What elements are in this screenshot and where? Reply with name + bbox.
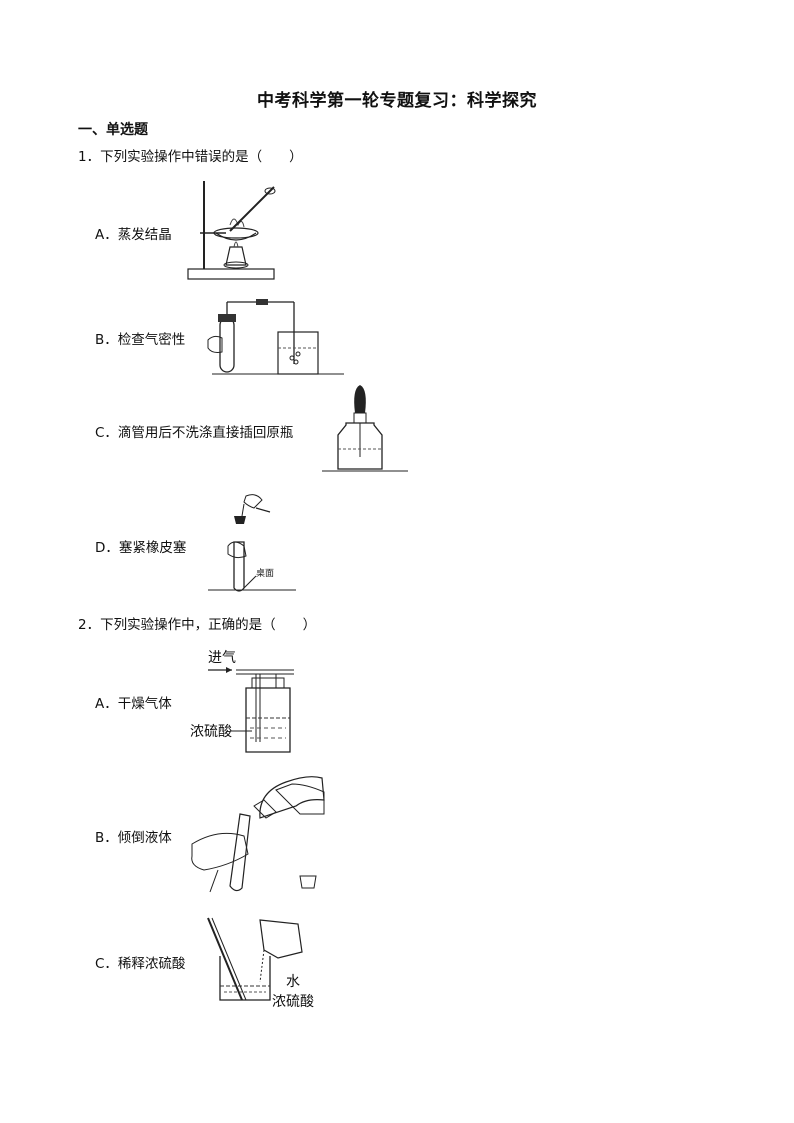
q2-option-c[interactable]: C．稀释浓硫酸 [95, 956, 186, 972]
q1-option-d[interactable]: D．塞紧橡皮塞 [95, 540, 187, 556]
q1-figure-dropper-bottle [318, 383, 410, 475]
question-1-stem: 1．下列实验操作中错误的是（ ） [78, 149, 303, 165]
page-title: 中考科学第一轮专题复习：科学探究 [257, 91, 537, 111]
q2-figure-gas-drying: 进气 浓硫酸 [186, 646, 298, 756]
q1-option-b[interactable]: B．检查气密性 [95, 332, 186, 348]
q1-figure-airtightness [206, 296, 346, 378]
q1-figure-evaporation [186, 173, 278, 285]
q1-figure-d-label: 桌面 [256, 567, 274, 579]
section-heading: 一、单选题 [78, 122, 148, 138]
q2-figure-a-inlet-label: 进气 [208, 650, 236, 666]
q1-option-c[interactable]: C．滴管用后不洗涤直接插回原瓶 [95, 425, 294, 441]
q1-option-a[interactable]: A．蒸发结晶 [95, 227, 172, 243]
q2-figure-pouring-liquid [188, 770, 336, 896]
question-2-stem: 2．下列实验操作中，正确的是（ ） [78, 617, 317, 633]
q2-option-b[interactable]: B．倾倒液体 [95, 830, 172, 846]
q1-figure-rubber-stopper: 桌面 [204, 490, 300, 602]
q2-figure-c-water-label: 水 [286, 974, 300, 990]
q2-option-a[interactable]: A．干燥气体 [95, 696, 172, 712]
q2-figure-a-acid-label: 浓硫酸 [190, 724, 232, 740]
q2-figure-diluting-acid: 水 浓硫酸 [202, 916, 332, 1012]
q2-figure-c-acid-label: 浓硫酸 [272, 994, 314, 1010]
